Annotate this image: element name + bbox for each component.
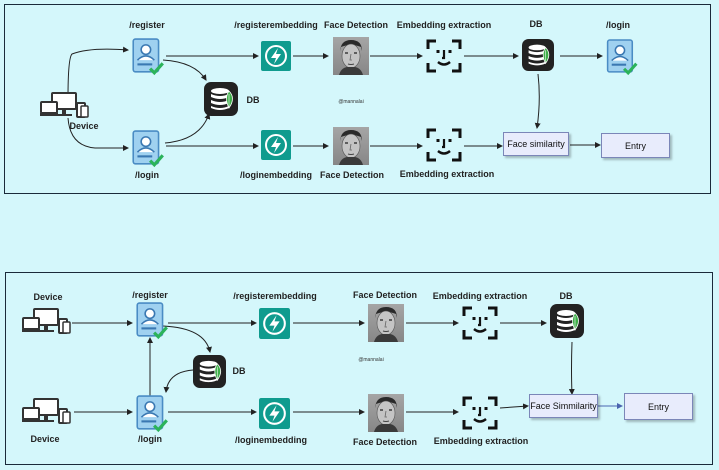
face-scan-icon [462,306,498,340]
face-similarity-box: Face similarity [503,132,569,156]
face-detection-label: Face Detection [352,437,418,447]
face-photo-icon [368,394,404,432]
credit-label: @mannalai [338,99,364,105]
arrow-device-to-login [67,117,129,151]
face-scan-icon [426,128,462,162]
device-icon [22,308,71,334]
embedding-extraction-label: Embedding extraction [399,169,495,179]
loginembedding-label: /loginembedding [240,170,312,180]
arrow-db-to-login [163,369,194,393]
embedding-extraction-label: Embedding extraction [433,436,529,446]
face-detection-label: Face Detection [323,20,389,30]
device-label: Device [33,292,63,302]
credit-label: @mannalai [358,357,384,363]
database-icon [204,82,238,116]
fastapi-icon [261,41,291,71]
entry-box: Entry [601,133,670,158]
device-label: Device [69,121,99,131]
fastapi-icon [259,308,290,339]
entry-box: Entry [624,393,693,420]
login-label: /login [138,434,162,444]
face-detection-label: Face Detection [319,170,385,180]
register-label: /register [132,290,168,300]
db-label: DB [529,19,543,29]
face-scan-icon [426,39,462,73]
face-detection-label: Face Detection [352,290,418,300]
face-photo-icon [368,304,404,342]
diagram-1-connectors [67,46,603,151]
arrow-db-to-face-similarity [568,341,575,395]
loginembedding-label: /loginembedding [235,435,307,445]
fastapi-icon [261,130,291,160]
registerembedding-label: /registerembedding [234,20,318,30]
arrow-register-to-db [162,325,212,353]
db-label: DB [246,95,260,105]
diagram-panel-2 [5,272,713,465]
arrow-device-to-register [67,46,129,99]
arrow-db-to-face-similarity [534,73,541,129]
user-card-icon [131,38,165,75]
user-card-icon [135,302,169,339]
arrow-login-to-db [164,113,211,144]
device-icon [40,92,89,118]
device-icon [22,398,71,424]
login-label: /login [135,170,159,180]
registerembedding-label: /registerembedding [233,291,317,301]
embedding-extraction-label: Embedding extraction [396,20,492,30]
register-label: /register [129,20,165,30]
arrow-embedding-to-face-similarity [499,403,529,410]
fastapi-icon [259,398,290,429]
database-icon [193,355,226,388]
user-card-icon [135,395,169,432]
embedding-extraction-label: Embedding extraction [432,291,528,301]
face-photo-icon [333,127,369,165]
login-label: /login [606,20,630,30]
arrow-register-to-db [162,59,207,81]
face-photo-icon [333,37,369,75]
database-icon [522,39,554,71]
face-scan-icon [462,396,498,430]
db-label: DB [232,366,246,376]
device-label: Device [30,434,60,444]
user-card-icon [131,130,165,167]
db-label: DB [559,291,573,301]
diagram-2-connectors [72,320,623,415]
user-card-icon [606,39,638,75]
database-icon [550,304,584,338]
face-similarity-box: Face Simmilarity [529,394,598,418]
